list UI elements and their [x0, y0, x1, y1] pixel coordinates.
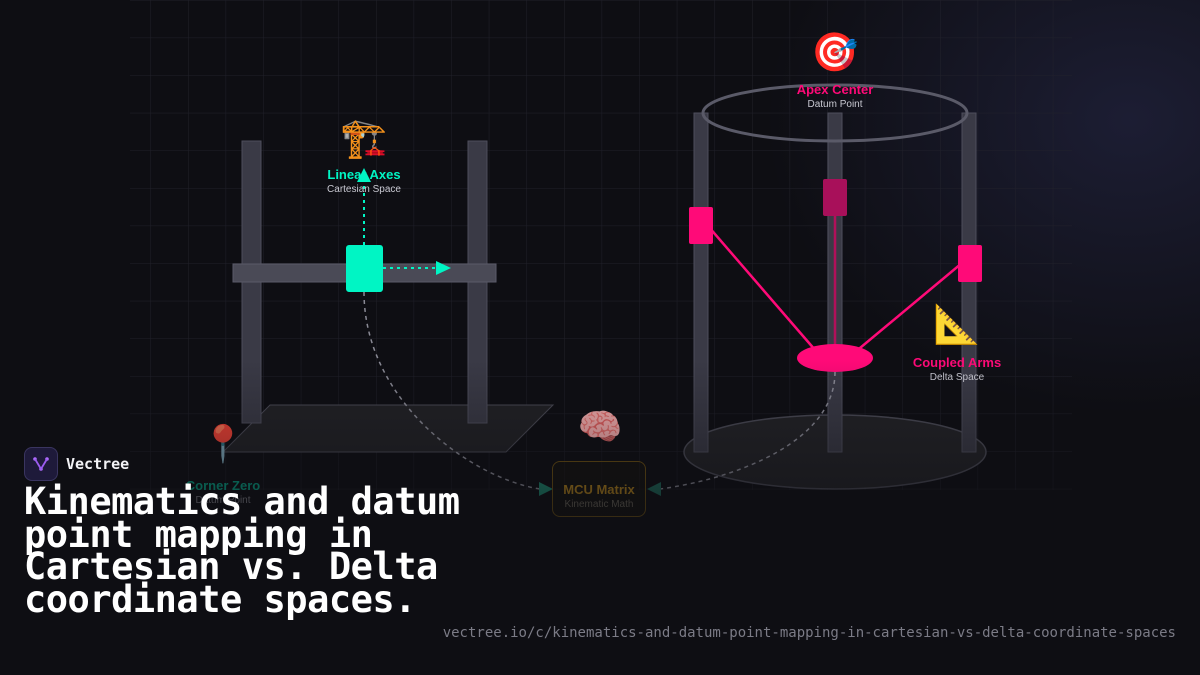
delta-arm-right	[847, 262, 963, 359]
y-axis-arrow	[357, 168, 371, 182]
brand: Vectree	[24, 447, 129, 481]
mcu-matrix-node: MCU Matrix Kinematic Math	[552, 461, 646, 517]
delta-top-ring	[701, 83, 969, 143]
delta-tower-left	[693, 112, 709, 453]
delta-tower-right	[961, 112, 977, 453]
mcu-matrix-title: MCU Matrix	[563, 482, 635, 497]
delta-effector	[797, 344, 873, 372]
triangle-ruler-icon: 📐	[933, 302, 981, 346]
apex-center-title: Apex Center	[796, 82, 874, 97]
linear-axes-subtitle: Cartesian Space	[327, 184, 401, 195]
coupled-arms-title: Coupled Arms	[912, 355, 1002, 370]
brain-icon: 🧠	[577, 407, 623, 448]
delta-arm-left	[707, 225, 823, 359]
mcu-matrix-subtitle: Kinematic Math	[564, 499, 634, 510]
brand-name: Vectree	[66, 455, 130, 473]
cartesian-toolhead	[346, 245, 383, 292]
coupled-arms-subtitle: Delta Space	[929, 372, 985, 383]
target-icon: 🎯	[811, 30, 859, 74]
article-url[interactable]: vectree.io/c/kinematics-and-datum-point-…	[442, 625, 1176, 641]
vectree-logo-icon	[24, 447, 58, 481]
linear-axes-label: Linear Axes Cartesian Space	[327, 167, 401, 195]
delta-carriage-left	[689, 207, 713, 244]
pin-icon: 📍	[200, 424, 246, 465]
x-axis-arrow	[436, 261, 451, 275]
cartesian-bed	[221, 404, 555, 453]
crane-icon: 🏗️	[340, 116, 388, 160]
delta-carriage-right	[958, 245, 982, 282]
delta-carriage-center	[823, 179, 847, 216]
apex-center-subtitle: Datum Point	[807, 99, 863, 110]
coupled-arms-label: Coupled Arms Delta Space	[913, 355, 1001, 383]
apex-center-label: Apex Center Datum Point	[797, 82, 874, 110]
page-title: Kinematics and datum point mapping in Ca…	[24, 480, 460, 621]
linear-axes-title: Linear Axes	[327, 167, 401, 182]
